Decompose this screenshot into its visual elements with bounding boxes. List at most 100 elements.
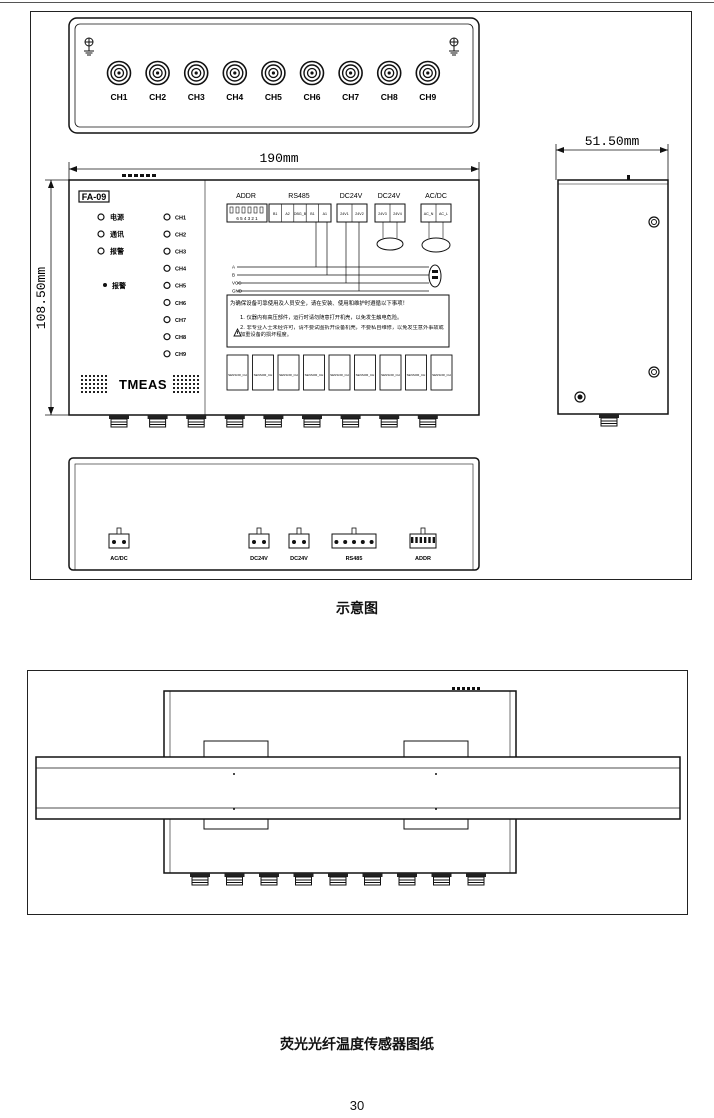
rail-clip <box>203 818 269 830</box>
terminal-group-rs485: RS485 <box>288 193 310 200</box>
bus-line-label: B <box>232 273 235 278</box>
warning-line-1: 1. 仪器内有高压部件，运行时请勿随意打开机壳，以免发生触电危险。 <box>240 313 402 321</box>
channel-indicator-label: CH1 <box>175 215 186 221</box>
status-indicator-label: 电源 <box>110 213 124 222</box>
probe-socket-label: SENSOR_CH <box>432 373 451 377</box>
probe-socket-label: SENSOR_CH <box>254 373 273 377</box>
terminal-pin-label: A1 <box>323 212 327 216</box>
probe-port-icon <box>262 414 284 428</box>
channel-label: CH5 <box>265 92 282 102</box>
channel-label: CH8 <box>381 92 398 102</box>
bottom-terminal-connector <box>288 527 310 549</box>
bottom-connector-label: ADDR <box>415 556 431 562</box>
warning-line-2: 2. 非专业人士未经许可，请不要试图拆开设备机壳，不要私自维修，以免发生意外事故… <box>240 325 444 338</box>
terminal-pin-label: 24V4 <box>393 212 401 216</box>
rail-clip <box>403 740 469 758</box>
probe-port-icon <box>417 414 439 428</box>
speaker-grille-right <box>173 375 199 393</box>
terminal-group-dc24v-in: DC24V <box>340 193 363 200</box>
probe-socket: SENSOR_CH <box>226 354 249 391</box>
terminal-pin-label: 24V3 <box>378 212 386 216</box>
probe-socket-label: SENSOR_CH <box>228 373 247 377</box>
terminal-group-addr: ADDR <box>236 193 256 200</box>
caption-schematic: 示意图 <box>336 601 378 617</box>
terminal-pin-label: AC_L <box>439 212 448 216</box>
height-dimension: 108.50mm <box>34 267 49 330</box>
channel-led-icon <box>163 264 171 272</box>
status-indicator-label: 报警 <box>110 247 124 256</box>
channel-label: CH1 <box>110 92 127 102</box>
probe-port-icon <box>185 414 207 428</box>
probe-port-icon <box>301 414 323 428</box>
status-led-icon <box>97 213 105 221</box>
terminal-group-dc24v-out: DC24V <box>378 193 401 200</box>
bus-line-label: GND <box>232 289 243 294</box>
width-dimension: 190mm <box>259 151 298 166</box>
status-led-icon <box>97 230 105 238</box>
probe-socket: SENSOR_CH <box>328 354 351 391</box>
vent-slots <box>122 174 156 177</box>
side-view <box>557 179 669 415</box>
terminal-pin-label: 24V2 <box>355 212 363 216</box>
bottom-connector-label: RS485 <box>346 556 363 562</box>
status-indicator-label: 通讯 <box>110 230 124 239</box>
depth-dimension: 51.50mm <box>585 134 640 149</box>
channel-indicator-label: CH2 <box>175 232 186 238</box>
status-led-icon <box>97 247 105 255</box>
channel-indicator-label: CH6 <box>175 301 186 307</box>
bnc-connector-icon <box>338 60 363 86</box>
bnc-connector-icon <box>106 60 132 86</box>
probe-socket: SENSOR_CH <box>303 354 325 391</box>
bottom-terminal-connector <box>409 527 437 549</box>
probe-port-icon <box>431 872 452 886</box>
bottom-connector-label: AC/DC <box>110 556 127 562</box>
alarm-indicator-label: 报警 <box>112 281 126 290</box>
bnc-connector-icon <box>299 60 325 86</box>
mount-screw-icon <box>574 391 586 403</box>
terminal-pin-label: DBG_B <box>294 212 307 216</box>
probe-port-icon <box>224 872 245 886</box>
bnc-connector-icon <box>261 60 286 86</box>
probe-socket-label: SENSOR_CH <box>407 373 426 377</box>
alarm-led-icon <box>103 283 107 287</box>
probe-port-icon <box>108 414 130 428</box>
bottom-connector-label: DC24V <box>290 556 308 562</box>
bottom-terminal-connector <box>108 527 130 549</box>
probe-socket: SENSOR_CH <box>354 354 376 391</box>
channel-label: CH6 <box>303 92 320 102</box>
model-label: FA-09 <box>82 192 107 202</box>
probe-port-icon <box>147 414 169 428</box>
probe-socket-label: SENSOR_CH <box>330 373 349 377</box>
page-number: 30 <box>349 1098 365 1113</box>
probe-port-icon <box>396 872 418 886</box>
terminal-pin-label: B1 <box>273 212 277 216</box>
channel-led-icon <box>163 316 171 324</box>
probe-socket: SENSOR_CH <box>252 354 274 391</box>
warning-notice <box>226 294 450 348</box>
channel-led-icon <box>163 333 171 341</box>
probe-port-icon <box>362 872 383 886</box>
bnc-connector-icon <box>183 60 209 86</box>
channel-led-icon <box>163 281 171 289</box>
vent-slots <box>452 687 480 690</box>
bnc-connector-icon <box>222 60 248 86</box>
terminal-pin-label: A2 <box>285 212 289 216</box>
bottom-view <box>68 457 480 571</box>
channel-indicator-label: CH3 <box>175 250 186 256</box>
channel-led-icon <box>163 213 171 221</box>
probe-socket: SENSOR_CH <box>277 354 300 391</box>
terminal-pin-label: B1 <box>310 212 314 216</box>
probe-port-icon <box>340 414 362 428</box>
probe-port-icon <box>378 414 400 428</box>
channel-label: CH7 <box>342 92 359 102</box>
channel-led-icon <box>163 230 171 238</box>
mount-screw-icon <box>648 216 660 228</box>
probe-port-icon <box>293 872 314 886</box>
probe-socket: SENSOR_CH <box>405 354 427 391</box>
warning-triangle-icon <box>233 327 242 337</box>
warning-title: 为确保设备可靠使用及人员安全，请在安装、使用和维护时遵循以下事项！ <box>230 299 408 307</box>
rs485-terminal-block <box>268 203 332 223</box>
bus-line-label: VCC <box>232 281 242 286</box>
channel-indicator-label: CH7 <box>175 318 186 324</box>
rail-clip <box>403 818 469 830</box>
